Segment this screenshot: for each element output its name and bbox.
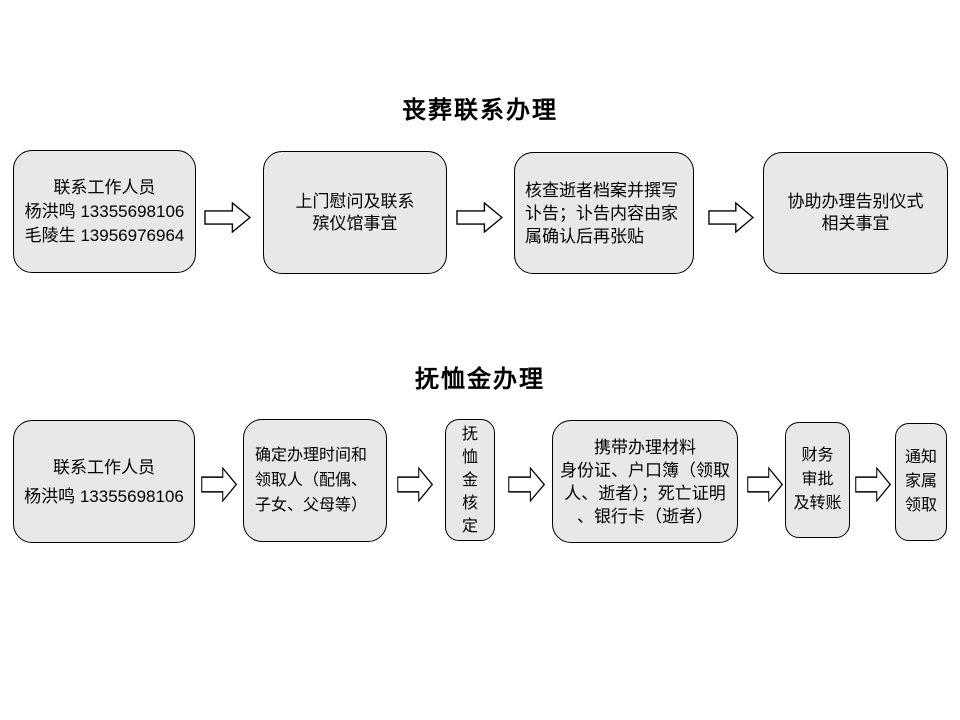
- text-line: 金: [461, 471, 478, 489]
- text-line: 核查逝者档案并撰写: [525, 180, 678, 200]
- pension-step-notify-box: 通知 家属 领取: [895, 423, 947, 541]
- text-line: 领取人（配偶、: [255, 472, 368, 489]
- text-line: 协助办理告别仪式: [787, 192, 924, 211]
- text-line: 杨洪鸣 13355698106: [24, 486, 184, 506]
- funeral-arrow-2-icon: [456, 202, 503, 233]
- pension-arrow-3-icon: [508, 467, 545, 502]
- text-line: 核: [461, 494, 478, 512]
- pension-step-materials-box: 携带办理材料 身份证、户口簿（领取 人、逝者）；死亡证明 、银行卡（逝者）: [552, 420, 738, 543]
- funeral-step-visit-box: 上门慰问及联系 殡仪馆事宜: [263, 151, 447, 274]
- text-line: 毛陵生 13956976964: [24, 225, 185, 245]
- text-line: 确定办理时间和: [255, 447, 368, 464]
- funeral-step-ceremony-box: 协助办理告别仪式 相关事宜: [763, 152, 948, 274]
- text-line: 属确认后再张贴: [525, 226, 644, 246]
- pension-arrow-4-icon: [747, 467, 783, 502]
- text-line: 相关事宜: [821, 214, 890, 233]
- funeral-step-obituary-box: 核查逝者档案并撰写 讣告；讣告内容由家 属确认后再张贴: [514, 152, 694, 274]
- text-line: 联系工作人员: [53, 177, 156, 197]
- text-line: 身份证、户口簿（领取: [560, 460, 730, 480]
- funeral-step-contact-box: 联系工作人员 杨洪鸣 13355698106 毛陵生 13956976964: [13, 150, 196, 273]
- pension-arrow-2-icon: [397, 467, 433, 502]
- text-line: 财务: [801, 447, 834, 464]
- text-line: 殡仪馆事宜: [312, 213, 398, 233]
- pension-title: 抚恤金办理: [415, 366, 545, 393]
- text-line: 定: [461, 517, 478, 535]
- text-line: 抚: [461, 425, 478, 443]
- text-line: 领取: [904, 497, 937, 514]
- funeral-arrow-3-icon: [708, 202, 754, 233]
- text-line: 审批: [801, 471, 834, 488]
- funeral-title: 丧葬联系办理: [402, 97, 558, 124]
- text-line: 通知: [904, 449, 937, 466]
- text-line: 联系工作人员: [53, 457, 155, 477]
- pension-arrow-1-icon: [201, 467, 237, 502]
- text-line: 上门慰问及联系: [295, 191, 415, 211]
- text-line: 携带办理材料: [594, 437, 696, 457]
- text-line: 讣告；讣告内容由家: [525, 203, 678, 223]
- pension-step-finance-box: 财务 审批 及转账: [785, 422, 850, 538]
- text-line: 子女、父母等）: [255, 497, 368, 514]
- pension-arrow-5-icon: [855, 467, 891, 502]
- pension-step-contact-box: 联系工作人员 杨洪鸣 13355698106: [13, 420, 195, 543]
- pension-step-schedule-box: 确定办理时间和 领取人（配偶、 子女、父母等）: [243, 419, 387, 542]
- text-line: 人、逝者）；死亡证明: [564, 483, 726, 503]
- funeral-arrow-1-icon: [204, 202, 251, 233]
- text-line: 杨洪鸣 13355698106: [24, 201, 185, 221]
- text-line: 及转账: [793, 495, 842, 512]
- text-line: 家属: [904, 473, 937, 490]
- text-line: 、银行卡（逝者）: [577, 506, 713, 526]
- pension-step-assessment-box: 抚 恤 金 核 定: [445, 419, 495, 541]
- text-line: 恤: [461, 448, 478, 466]
